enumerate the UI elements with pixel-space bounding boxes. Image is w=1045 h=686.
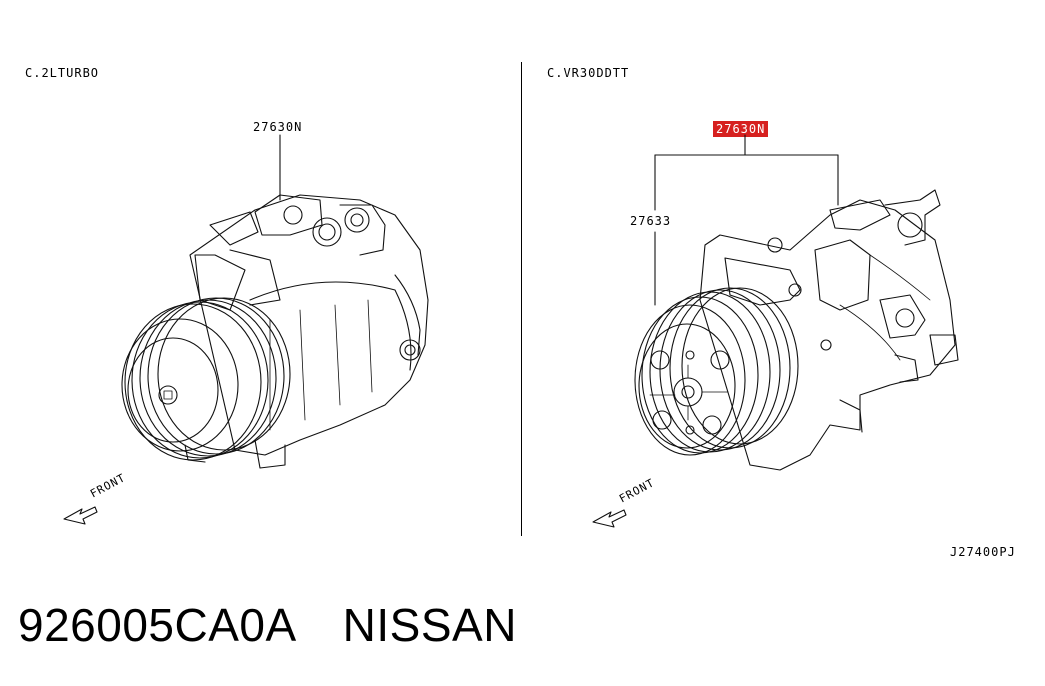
part-number: 926005CA0A (18, 599, 297, 651)
right-variant-label: C.VR30DDTT (547, 66, 630, 80)
right-compressor-icon[interactable] (634, 134, 959, 471)
panel-divider (521, 62, 522, 536)
left-front-arrow-icon (63, 506, 98, 525)
left-variant-label: C.2LTURBO (25, 66, 100, 80)
diagram-code: J27400PJ (950, 545, 1016, 559)
right-sub-part-label[interactable]: 27633 (630, 214, 672, 228)
part-title: 926005CA0A NISSAN (18, 598, 517, 652)
right-front-arrow-icon (592, 509, 627, 528)
brand-name: NISSAN (342, 599, 517, 651)
left-part-label[interactable]: 27630N (253, 120, 303, 134)
right-part-label-highlighted[interactable]: 27630N (712, 121, 769, 137)
left-compressor-icon[interactable] (121, 134, 429, 469)
